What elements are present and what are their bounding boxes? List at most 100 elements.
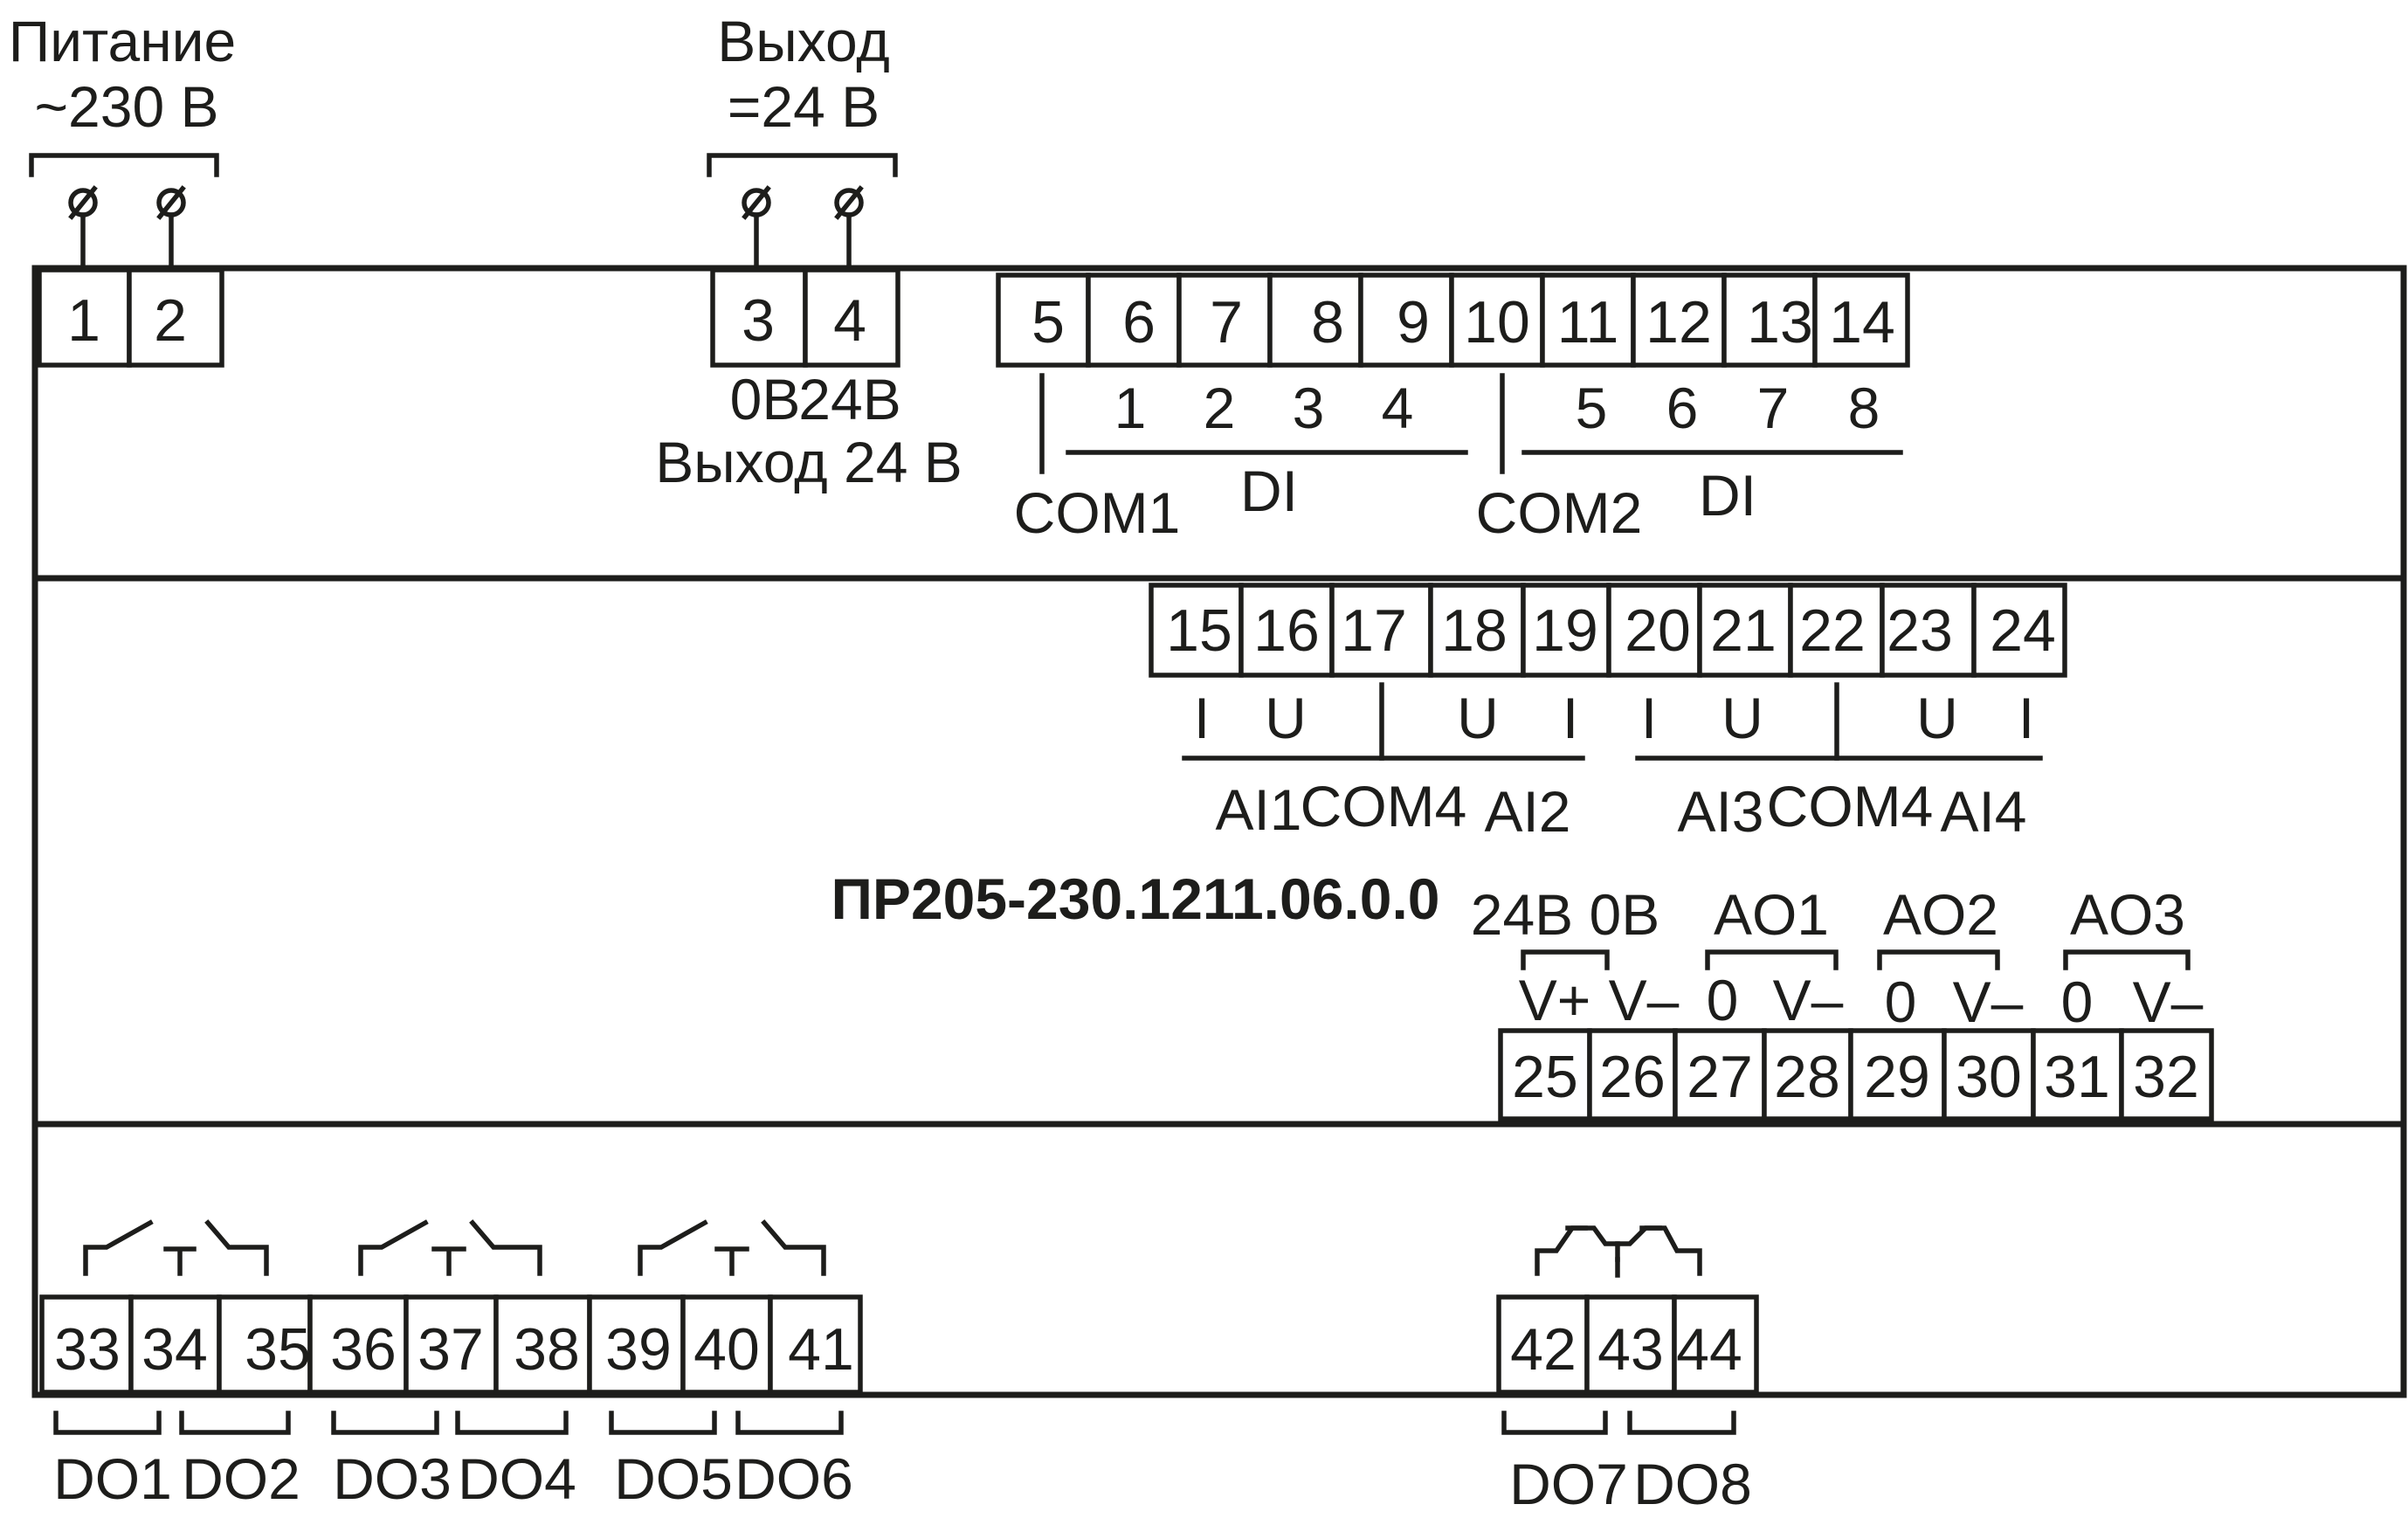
do1-label: DO1 — [53, 1446, 172, 1511]
terminal-2: 2 — [154, 287, 187, 354]
ao3-vminus-label: V– — [2133, 970, 2204, 1034]
com1-label: COM1 — [1014, 480, 1181, 545]
output-voltage: =24 В — [728, 74, 880, 139]
ao1-label: AO1 — [1714, 882, 1829, 947]
ao2-vminus-label: V– — [1953, 970, 2024, 1034]
terminal-43: 43 — [1597, 1316, 1664, 1383]
terminal-25: 25 — [1512, 1044, 1578, 1110]
ai4-label: AI4 — [1940, 779, 2026, 844]
ao-vminus-label: V– — [1609, 968, 1680, 1032]
terminal-36: 36 — [330, 1316, 397, 1383]
relay-contact-symbol-3 — [638, 1219, 826, 1276]
ai1-i-label: I — [1194, 686, 1210, 750]
output-title: Выход — [717, 9, 889, 73]
terminal-31: 31 — [2044, 1044, 2110, 1110]
power-bracket — [29, 153, 219, 177]
ao-vplus-label: V+ — [1519, 968, 1591, 1032]
terminal-23: 23 — [1887, 597, 1953, 664]
terminal-14: 14 — [1829, 289, 1895, 355]
output-screw-2 — [834, 185, 864, 273]
terminal-40: 40 — [693, 1316, 760, 1383]
di-num-8: 8 — [1848, 376, 1880, 440]
ai3-label: AI3 — [1677, 779, 1763, 844]
terminal-27: 27 — [1687, 1044, 1753, 1110]
ai3-u-label: U — [1721, 686, 1763, 750]
terminal-11: 11 — [1557, 289, 1619, 355]
terminal-16: 16 — [1253, 597, 1320, 664]
ao2-label: AO2 — [1883, 882, 1998, 947]
out24-zero-label: 0В — [730, 367, 801, 431]
terminal-22: 22 — [1799, 597, 1866, 664]
terminal-block-relay: 33 34 35 36 37 38 39 40 41 — [39, 1294, 863, 1395]
terminal-8: 8 — [1311, 289, 1344, 355]
relay-contact-symbol-2 — [358, 1219, 542, 1276]
out24-caption: Выход 24 В — [655, 430, 963, 494]
terminal-39: 39 — [605, 1316, 672, 1383]
di-num-1: 1 — [1114, 376, 1147, 440]
com4-label-1: COM4 — [1301, 774, 1467, 838]
output-screw-1 — [742, 185, 771, 273]
do1-bracket — [53, 1411, 162, 1435]
output-bracket — [707, 153, 898, 177]
terminal-28: 28 — [1774, 1044, 1840, 1110]
power-voltage: ~230 В — [34, 74, 218, 139]
terminal-37: 37 — [417, 1316, 484, 1383]
terminal-44: 44 — [1676, 1316, 1742, 1383]
terminal-block-transistor: 42 43 44 — [1496, 1294, 1759, 1395]
power-title: Питание — [9, 9, 237, 73]
do7-bracket — [1501, 1411, 1608, 1435]
terminal-42: 42 — [1510, 1316, 1577, 1383]
terminal-13: 13 — [1747, 289, 1813, 355]
ai2-i-label: I — [1563, 686, 1578, 750]
do5-bracket — [609, 1411, 717, 1435]
ao3-zero-label: 0 — [2061, 970, 2094, 1034]
terminal-35: 35 — [245, 1316, 311, 1383]
do5-label: DO5 — [614, 1446, 733, 1511]
terminal-29: 29 — [1864, 1044, 1930, 1110]
ao1-zero-label: 0 — [1707, 968, 1739, 1032]
terminal-12: 12 — [1646, 289, 1712, 355]
do6-bracket — [735, 1411, 844, 1435]
terminal-block-ai: 15 16 17 18 19 20 21 22 23 24 — [1149, 583, 2067, 678]
terminal-block-power: 1 2 — [37, 267, 224, 368]
terminal-4: 4 — [833, 287, 866, 354]
out24-plus-label: 24В — [798, 367, 900, 431]
ai3-i-label: I — [1641, 686, 1657, 750]
terminal-3: 3 — [742, 287, 775, 354]
terminal-34: 34 — [141, 1316, 208, 1383]
terminal-1: 1 — [67, 287, 100, 354]
do4-bracket — [455, 1411, 569, 1435]
terminal-18: 18 — [1441, 597, 1508, 664]
relay-contact-symbol-1 — [83, 1219, 269, 1276]
ai1-label: AI1 — [1215, 777, 1301, 842]
ao1-bracket — [1705, 949, 1839, 970]
ai4-i-label: I — [2018, 686, 2034, 750]
do4-label: DO4 — [458, 1446, 576, 1511]
terminal-41: 41 — [788, 1316, 854, 1383]
terminal-33: 33 — [54, 1316, 121, 1383]
terminal-32: 32 — [2133, 1044, 2199, 1110]
model-designation: ПР205-230.1211.06.0.0 — [831, 866, 1439, 931]
power-screw-1 — [68, 185, 98, 271]
terminal-20: 20 — [1625, 597, 1691, 664]
di-num-3: 3 — [1293, 376, 1325, 440]
com2-label: COM2 — [1476, 480, 1643, 545]
di-num-2: 2 — [1204, 376, 1236, 440]
di-label-1: DI — [1240, 459, 1298, 523]
di-num-7: 7 — [1757, 376, 1790, 440]
do2-bracket — [179, 1411, 291, 1435]
terminal-5: 5 — [1032, 289, 1065, 355]
ao3-label: AO3 — [2070, 882, 2185, 947]
terminal-19: 19 — [1532, 597, 1598, 664]
terminal-21: 21 — [1710, 597, 1777, 664]
ao-supply-bracket — [1521, 949, 1610, 970]
terminal-30: 30 — [1956, 1044, 2022, 1110]
terminal-block-24v: 3 4 — [710, 267, 900, 368]
terminal-15: 15 — [1166, 597, 1232, 664]
transistor-symbol — [1535, 1225, 1702, 1278]
ai2-u-label: U — [1457, 686, 1499, 750]
ao1-vminus-label: V– — [1773, 968, 1844, 1032]
di-label-2: DI — [1699, 463, 1756, 528]
terminal-17: 17 — [1341, 597, 1407, 664]
